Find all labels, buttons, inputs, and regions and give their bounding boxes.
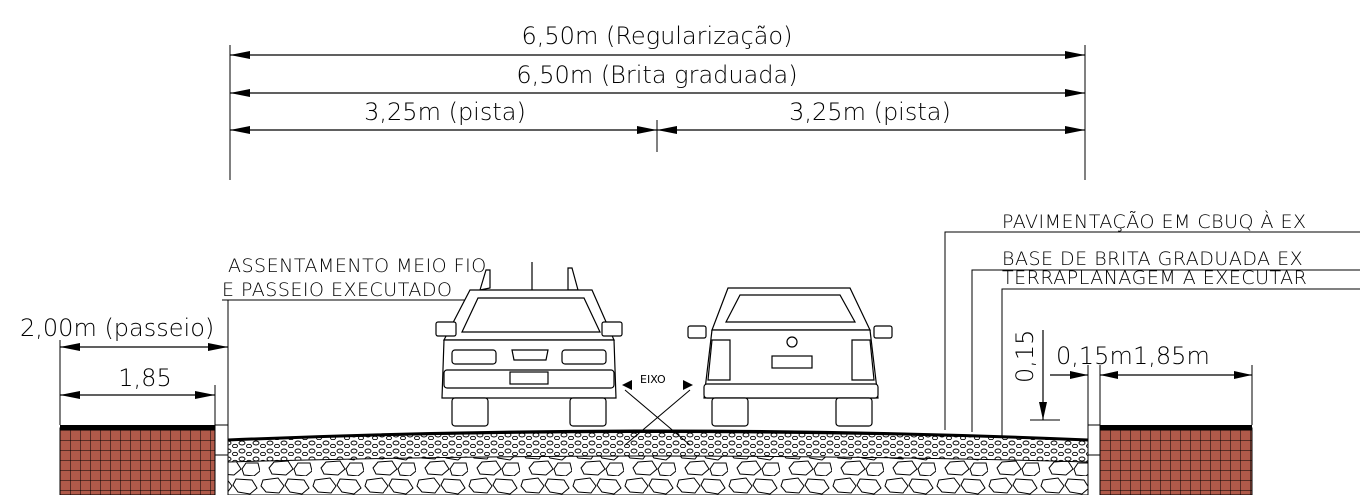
left-sidewalk: [59, 424, 229, 495]
dimension-pista-right: 3,25m (pista): [657, 98, 1085, 134]
right-passeio-label: 1,85m: [1133, 342, 1210, 370]
dimension-label: 3,25m (pista): [789, 98, 951, 126]
car-front-icon: [435, 262, 623, 427]
dimension-label: 1,85: [118, 364, 171, 392]
eixo-label: EIXO: [640, 373, 666, 386]
asphalt-surface: [227, 429, 1089, 442]
base-brita-label: BASE DE BRITA GRADUADA EX: [1002, 248, 1303, 270]
passeio-dimension-label: 2,00m (passeio): [20, 314, 214, 342]
dimension-label: 6,50m (Brita graduada): [516, 61, 797, 89]
dimension-label: 6,50m (Regularização): [522, 22, 793, 50]
terraplanagem-label: TERRAPLANAGEM A EXECUTAR: [1002, 267, 1307, 289]
meio-fio-label-line1: ASSENTAMENTO MEIO FIO: [228, 255, 487, 277]
car-rear-icon: [687, 287, 893, 427]
extension-lines: [229, 45, 1086, 180]
axis-marker: EIXO: [622, 373, 693, 446]
meio-fio-label-line2: E PASSEIO EXECUTADO: [222, 279, 452, 301]
layer-leaders: [944, 231, 1360, 440]
subgrade-layer: [227, 454, 1089, 495]
dimension-passeio-inner: 1,85: [60, 300, 229, 425]
dimension-pista-left: 3,25m (pista): [230, 98, 657, 134]
dimension-regularizacao: 6,50m (Regularização): [230, 22, 1085, 59]
thickness-label: 0,15: [1011, 330, 1039, 383]
dimension-label: 3,25m (pista): [364, 98, 526, 126]
dimension-right-sidewalk: 0,15m 1,85m: [1050, 342, 1253, 425]
dimension-passeio: [59, 340, 228, 425]
pavimentacao-label: PAVIMENTAÇÃO EM CBUQ À EX: [1002, 210, 1307, 233]
dimension-brita-graduada: 6,50m (Brita graduada): [230, 61, 1085, 97]
curb-offset-label: 0,15m: [1056, 342, 1133, 370]
right-sidewalk: [1087, 424, 1253, 495]
